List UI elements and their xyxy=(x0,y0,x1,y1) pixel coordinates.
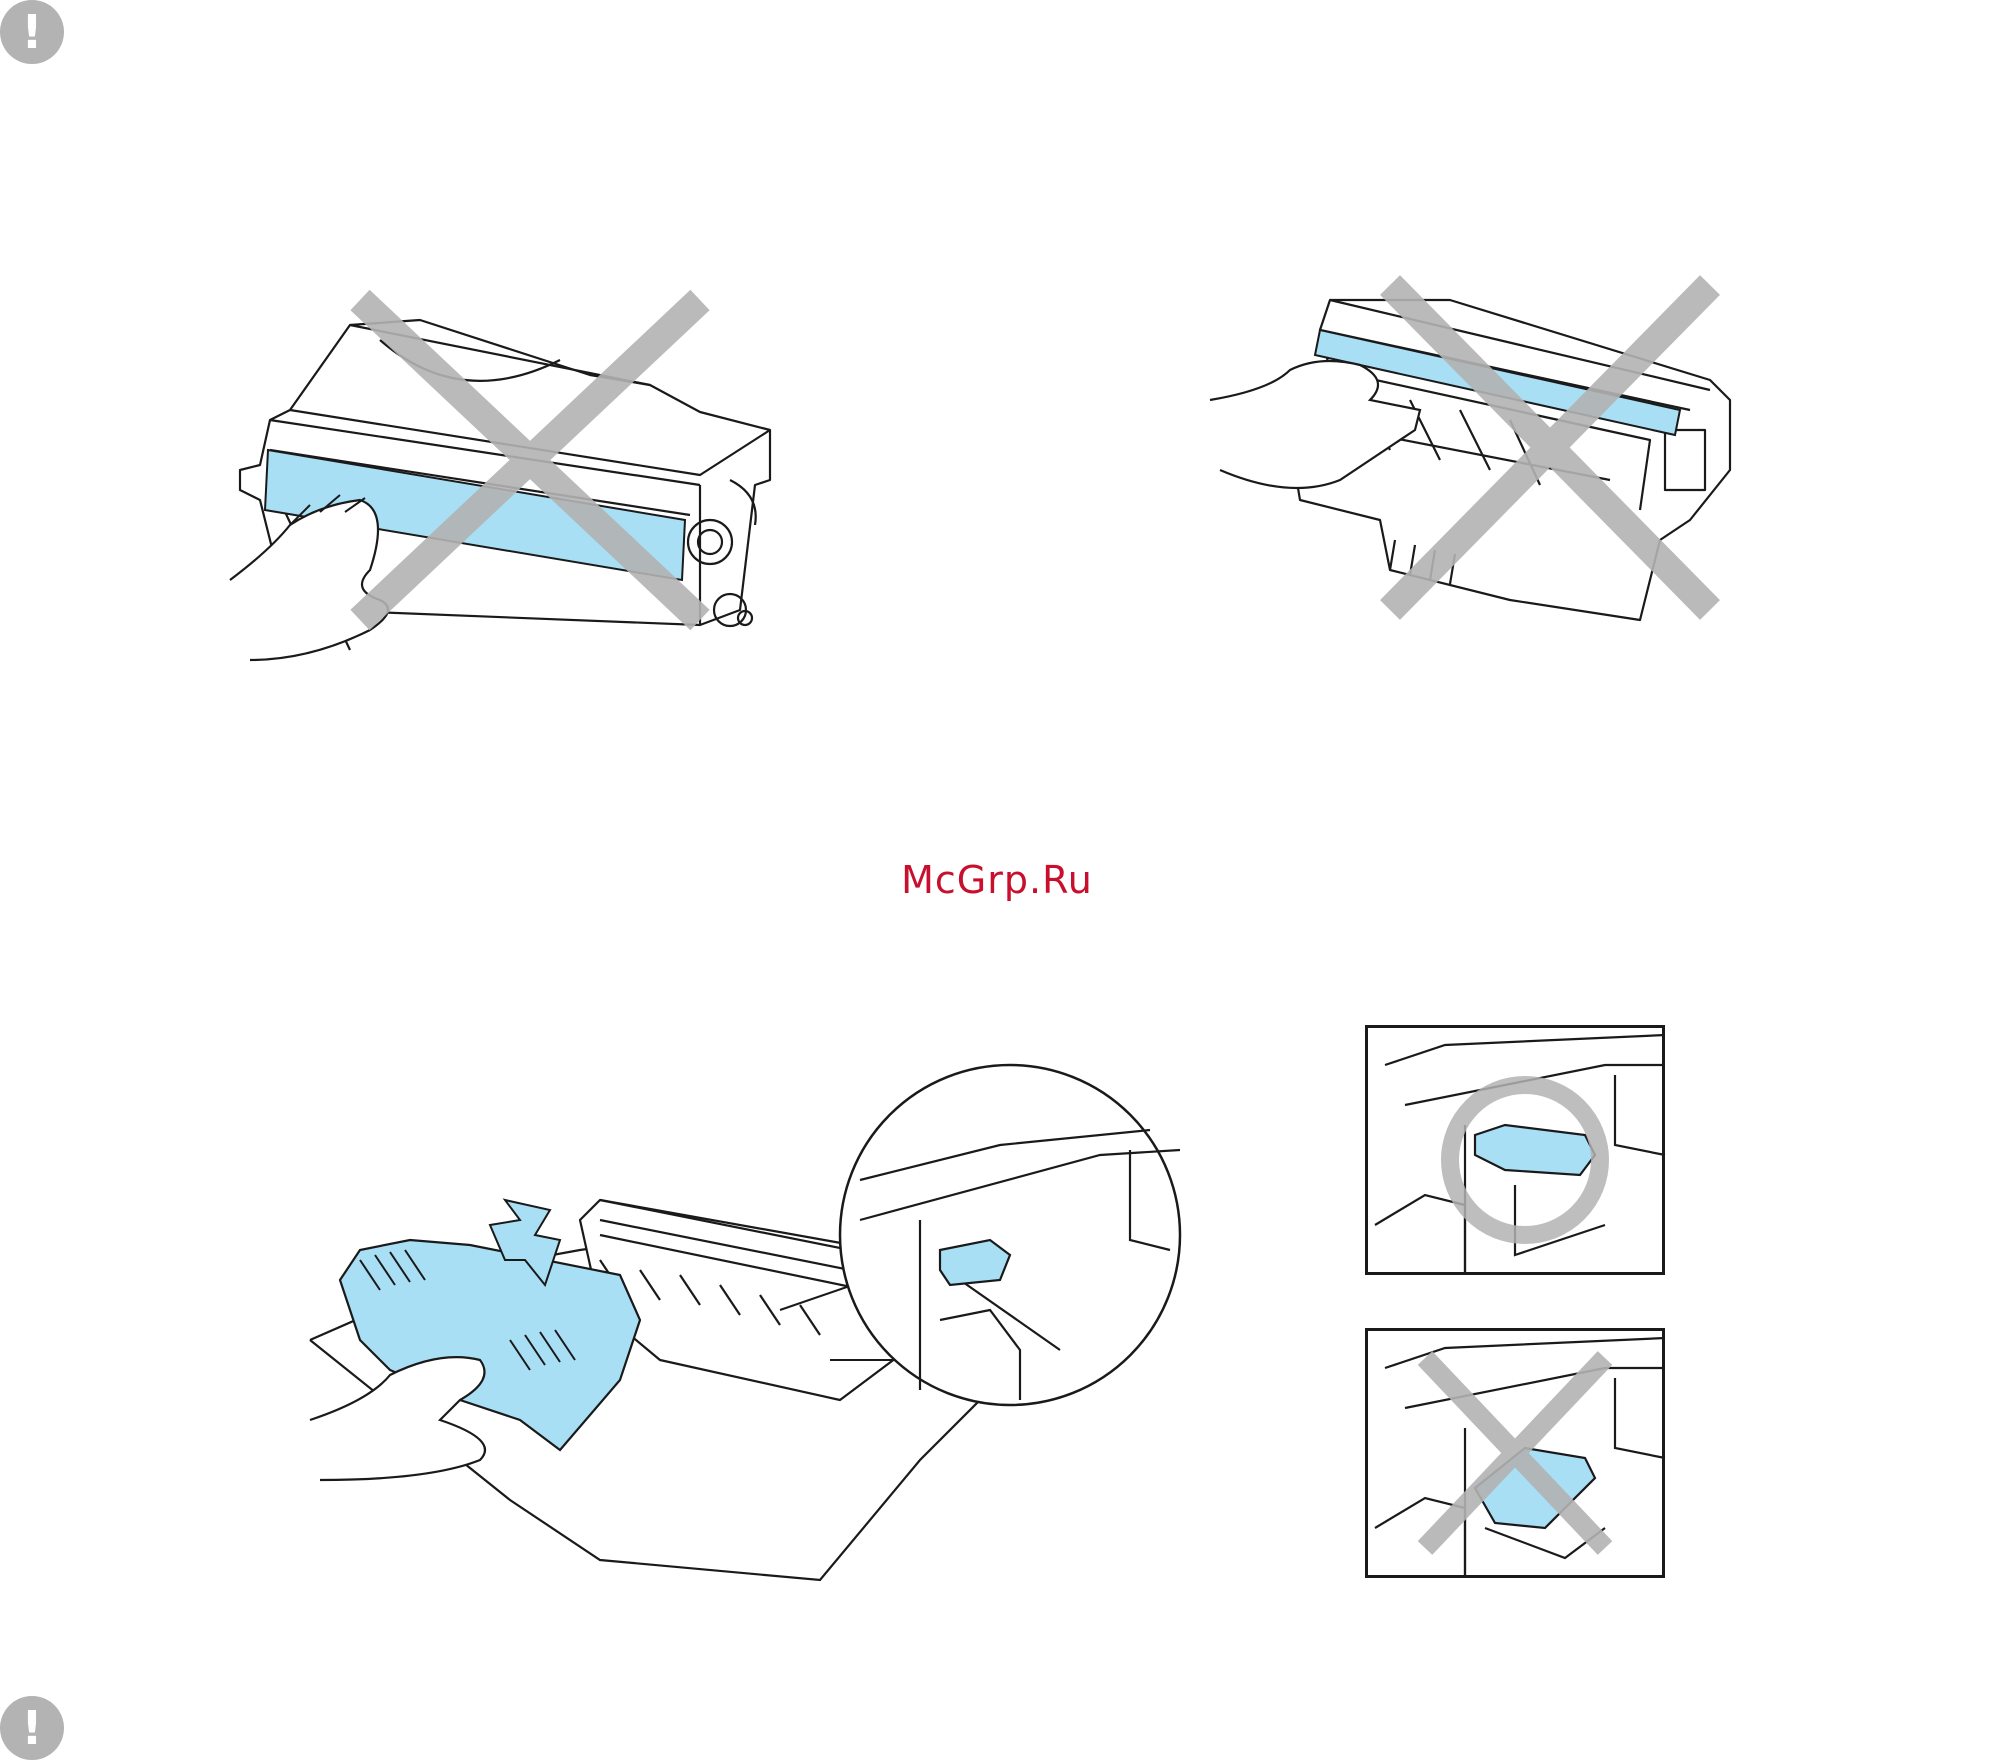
caution-icon-bottom: ! xyxy=(0,1696,64,1760)
toner-cartridge-illustration xyxy=(230,280,790,680)
caution-glyph: ! xyxy=(22,1705,43,1751)
lever-correct-panel xyxy=(1365,1025,1665,1275)
lever-incorrect-panel xyxy=(1365,1328,1665,1578)
caution-glyph: ! xyxy=(22,9,43,55)
watermark-text: McGrp.Ru xyxy=(0,858,1994,902)
drum-unit-illustration xyxy=(1210,270,1770,630)
caution-icon-top: ! xyxy=(0,0,64,64)
toner-drum-assembly-illustration xyxy=(300,1060,1360,1580)
